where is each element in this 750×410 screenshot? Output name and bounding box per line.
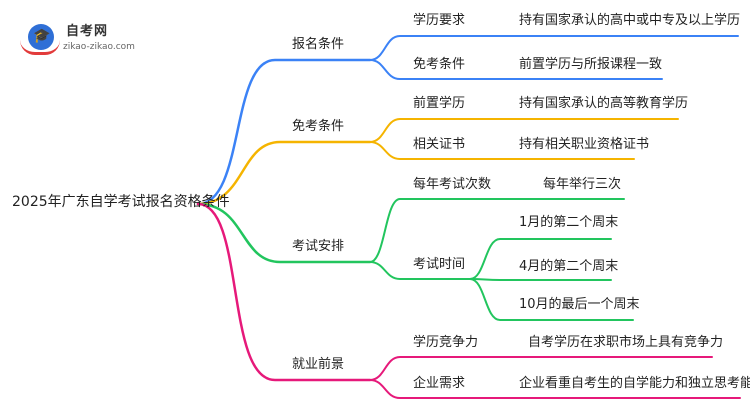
detail-exemption-condition: 前置学历与所报课程一致 — [519, 57, 663, 72]
connector-root-branch-4 — [196, 202, 372, 382]
logo-domain: zikao-zikao.com — [63, 42, 135, 52]
root-topic: 2025年广东自学考试报名资格条件 — [12, 194, 230, 210]
branch-label-exemption: 免考条件 — [292, 119, 345, 134]
branch-label-registration: 报名条件 — [292, 37, 345, 52]
connector-root-branch-1 — [196, 58, 372, 206]
node-education-requirement: 学历要求 — [413, 13, 466, 28]
connector-branch-2-item-2 — [369, 141, 635, 160]
node-exam-time: 考试时间 — [413, 257, 466, 272]
connector-exam-time-january — [469, 238, 612, 280]
graduation-cap-icon: 🎓 — [33, 28, 51, 44]
logo-name: 自考网 — [66, 24, 109, 39]
connector-branch-3-item-2 — [369, 261, 471, 280]
exam-time-january: 1月的第二个周末 — [519, 215, 619, 230]
node-employer-demand: 企业需求 — [413, 376, 466, 391]
detail-employer-demand: 企业看重自考生的自学能力和独立思考能力 — [519, 376, 750, 391]
detail-exams-per-year: 每年举行三次 — [543, 177, 622, 192]
connector-branch-1-item-1 — [369, 35, 739, 61]
node-prior-education: 前置学历 — [413, 96, 466, 111]
node-related-certificate: 相关证书 — [413, 137, 466, 152]
logo-swoosh — [20, 40, 60, 55]
node-exemption-condition: 免考条件 — [413, 57, 466, 72]
exam-time-april: 4月的第二个周末 — [519, 259, 619, 274]
logo-emblem — [28, 24, 54, 50]
branch-label-exam-arrangement: 考试安排 — [292, 239, 345, 254]
detail-education-requirement: 持有国家承认的高中或中专及以上学历 — [519, 13, 741, 28]
detail-prior-education: 持有国家承认的高等教育学历 — [519, 96, 689, 111]
detail-education-competitiveness: 自考学历在求职市场上具有竞争力 — [528, 335, 724, 350]
connector-exam-time-april — [469, 278, 612, 281]
connector-branch-3-item-1 — [369, 198, 625, 263]
branch-label-career-prospects: 就业前景 — [292, 357, 345, 372]
connector-branch-2-item-1 — [369, 118, 679, 143]
connector-exam-time-october — [469, 278, 634, 321]
exam-time-october: 10月的最后一个周末 — [519, 297, 640, 312]
node-education-competitiveness: 学历竞争力 — [413, 335, 479, 350]
connector-branch-1-item-2 — [369, 59, 663, 80]
connector-branch-4-item-2 — [369, 379, 741, 399]
connector-root-branch-2 — [196, 140, 372, 206]
connector-root-branch-3 — [196, 202, 372, 264]
node-exams-per-year: 每年考试次数 — [413, 177, 492, 192]
connector-branch-4-item-1 — [369, 356, 713, 381]
site-logo: 🎓 自考网 zikao-zikao.com — [6, 10, 156, 55]
detail-related-certificate: 持有相关职业资格证书 — [519, 137, 650, 152]
